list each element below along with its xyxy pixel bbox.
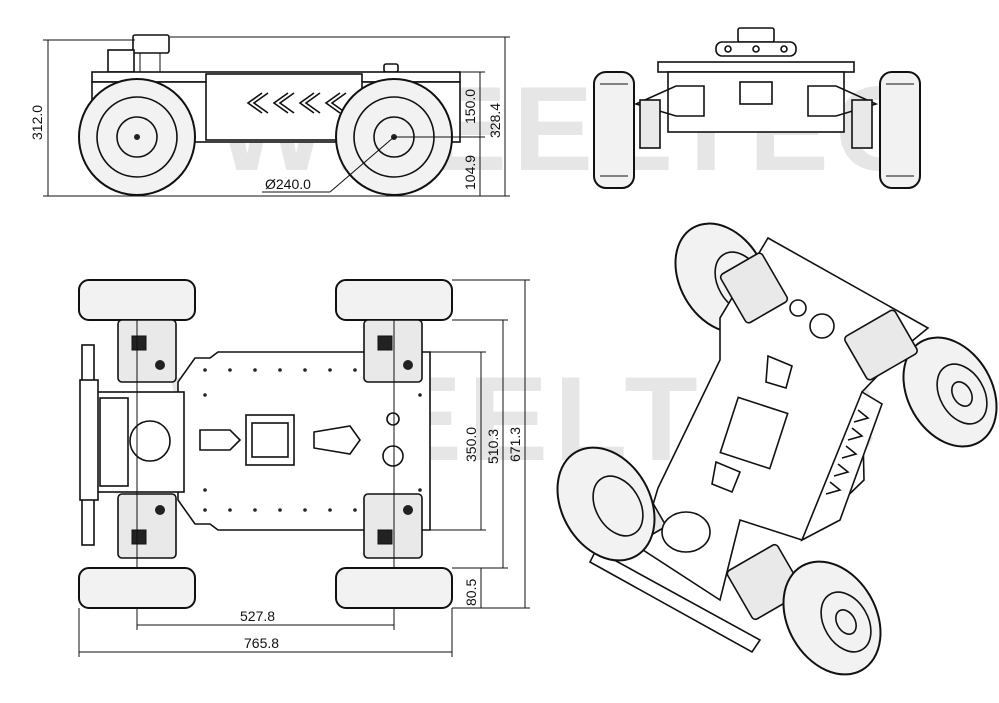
iso-wheel-front-left (902, 336, 998, 448)
dim-body-height: 150.0 (462, 89, 478, 124)
dim-side-total: 328.4 (487, 103, 503, 138)
isometric-view (556, 222, 998, 676)
iso-wheel-front-right (782, 560, 882, 676)
mounting-holes (203, 368, 422, 512)
dim-overhang: 80.5 (463, 579, 479, 606)
dim-ground-clearance: 104.9 (462, 155, 478, 190)
dim-track-outer: 671.3 (507, 427, 523, 462)
side-view: 312.0 328.4 150.0 104.9 Ø240.0 (29, 34, 510, 197)
dim-length: 765.8 (244, 635, 279, 651)
top-view: 350.0 510.3 671.3 80.5 527.8 765.8 (78, 279, 530, 657)
iso-wheel-rear-right (556, 446, 656, 562)
dim-side-height: 312.0 (29, 105, 45, 140)
dim-wheel-diameter: Ø240.0 (265, 176, 311, 192)
side-wheel-rear (78, 78, 196, 196)
front-view (593, 27, 921, 189)
direction-chevrons (246, 92, 347, 114)
motor-assembly-fr (363, 493, 423, 559)
motor-assembly-rr (117, 493, 177, 559)
dim-track-mid: 510.3 (485, 429, 501, 464)
motor-assembly-fl (363, 319, 423, 383)
dim-wheelbase: 527.8 (240, 608, 275, 624)
motor-assembly-rl (117, 319, 177, 383)
dim-track-inner: 350.0 (463, 427, 479, 462)
battery-cylinder (129, 420, 171, 462)
